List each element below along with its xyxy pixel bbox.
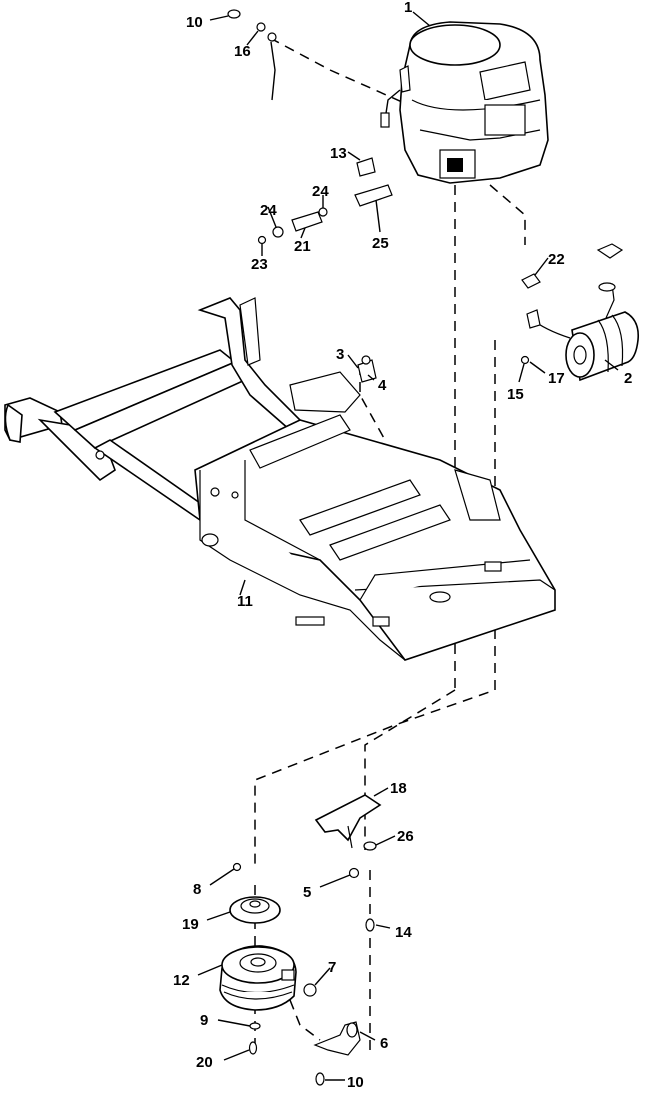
callout-7: 7 — [328, 959, 336, 976]
callout-20: 20 — [196, 1054, 213, 1071]
callout-24-right: 24 — [312, 183, 329, 200]
callout-13: 13 — [330, 145, 347, 162]
mower-frame — [4, 297, 556, 661]
pulley — [229, 896, 281, 924]
top-hardware — [227, 9, 393, 245]
callout-17: 17 — [548, 370, 565, 387]
bracket-hardware — [348, 841, 377, 932]
callout-10-bottom: 10 — [347, 1074, 364, 1091]
muffler-hardware — [520, 273, 541, 365]
callout-15: 15 — [507, 386, 524, 403]
callout-2: 2 — [624, 370, 632, 387]
muffler — [526, 282, 640, 382]
callout-14: 14 — [395, 924, 412, 941]
engine — [380, 21, 549, 184]
frame-bracket-hardware — [357, 355, 377, 383]
callout-8: 8 — [193, 881, 201, 898]
clutch-hardware — [232, 862, 361, 1086]
callout-22: 22 — [548, 251, 565, 268]
callout-21: 21 — [294, 238, 311, 255]
callout-6: 6 — [380, 1035, 388, 1052]
electric-clutch — [219, 945, 297, 1011]
callout-25: 25 — [372, 235, 389, 252]
muffler-gasket — [596, 243, 624, 259]
callout-9: 9 — [200, 1012, 208, 1029]
callout-4: 4 — [378, 377, 387, 394]
callout-10-top: 10 — [186, 14, 203, 31]
callout-12: 12 — [173, 972, 190, 989]
callout-19: 19 — [182, 916, 199, 933]
callout-16: 16 — [234, 43, 251, 60]
callout-5: 5 — [303, 884, 311, 901]
callout-23: 23 — [251, 256, 268, 273]
clutch-bracket — [314, 794, 382, 849]
leader-lines — [197, 11, 619, 1081]
callout-labels: 1 2 3 4 5 6 7 8 9 10 10 11 12 13 14 15 1… — [173, 0, 632, 1091]
callout-11: 11 — [237, 593, 253, 610]
callout-24-left: 24 — [260, 202, 277, 219]
callout-3: 3 — [336, 346, 344, 363]
callout-1: 1 — [404, 0, 412, 16]
callout-18: 18 — [390, 780, 407, 797]
callout-26: 26 — [397, 828, 414, 845]
